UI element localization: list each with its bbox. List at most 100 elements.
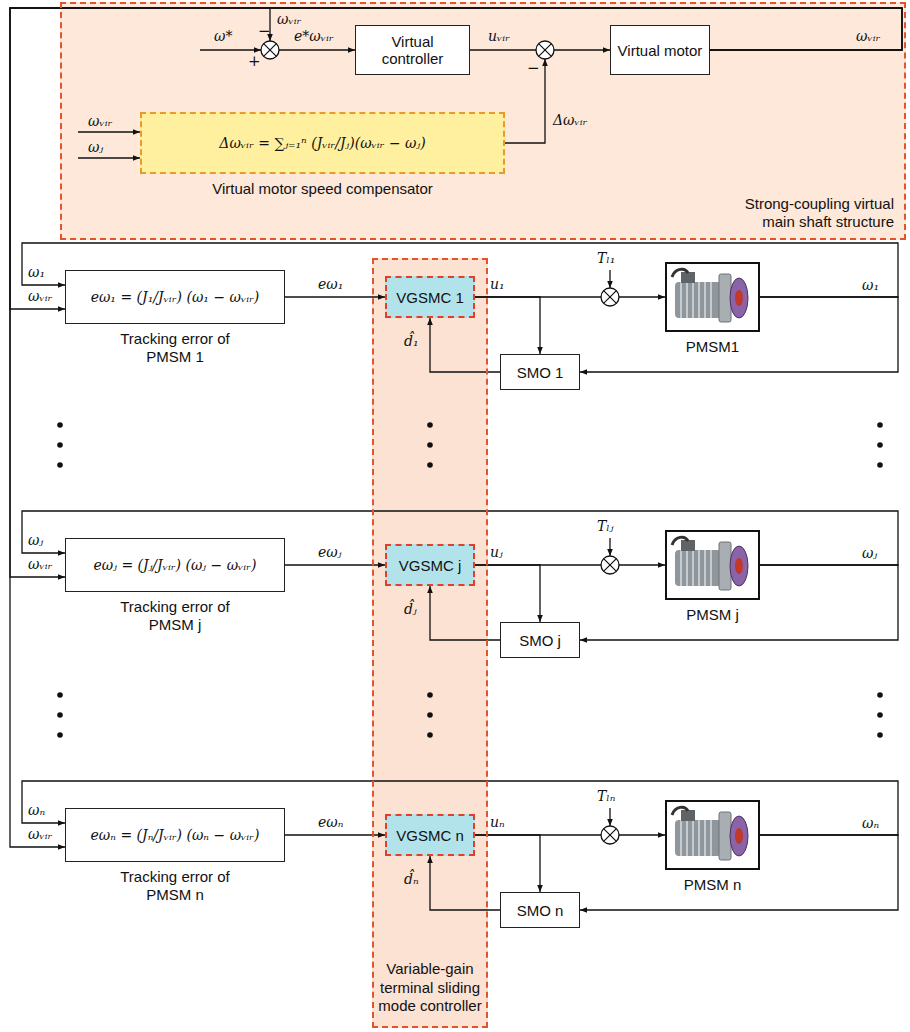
motor-box: PMSM1 — [665, 262, 760, 356]
signal-label: ωᵥᵢᵣ — [28, 556, 52, 573]
signal-label: eωⱼ — [318, 544, 341, 561]
summing-junction — [536, 41, 554, 59]
controller-box: VGSMC 1 — [385, 276, 475, 318]
signal-label: ωᵥᵢᵣ — [88, 113, 112, 130]
signal-label: Tₗₙ — [597, 788, 615, 805]
process-box: SMO n — [500, 892, 580, 928]
ellipsis-dots — [57, 422, 883, 738]
signal-connector — [285, 296, 385, 297]
row-symbols — [601, 269, 748, 322]
signal-connector — [475, 297, 540, 354]
region-title: Variable-gain terminal sliding mode cont… — [378, 960, 482, 1016]
sign-label: − — [258, 22, 271, 40]
formula: eω₁ = (J₁/Jᵥᵢᵣ) (ω₁ − ωᵥᵢᵣ) — [91, 289, 260, 306]
box-frame: eωₙ = (Jₙ/Jᵥᵢᵣ) (ωₙ − ωᵥᵢᵣ) — [65, 808, 285, 862]
box-frame: eω₁ = (J₁/Jᵥᵢᵣ) (ω₁ − ωᵥᵢᵣ) — [65, 270, 285, 324]
signal-label: d̂ⱼ — [404, 601, 417, 618]
controller-group: Variable-gain terminal sliding mode cont… — [372, 258, 488, 1028]
signal-connector — [430, 318, 500, 372]
signal-connector — [10, 8, 902, 309]
box-label: VGSMC 1 — [396, 289, 464, 306]
sign-label: − — [527, 59, 540, 77]
reference-arrow — [200, 49, 261, 50]
signal-label: uₙ — [490, 814, 505, 831]
motor-frame — [665, 530, 760, 600]
summing-junction-cross — [539, 44, 552, 57]
box-label: Virtual controller — [360, 33, 465, 67]
signal-label: Tₗⱼ — [597, 518, 613, 535]
box-frame: eωⱼ = (Jⱼ/Jᵥᵢᵣ) (ωⱼ − ωᵥᵢᵣ) — [65, 538, 285, 592]
process-box: Virtual controller — [355, 25, 470, 75]
motor-frame — [665, 800, 760, 870]
formula: Δωᵥᵢᵣ = ∑ⱼ₌₁ⁿ (Jᵥᵢᵣ/Jⱼ)(ωᵥᵢᵣ − ωⱼ) — [219, 135, 425, 152]
signal-label: d̂ₙ — [404, 871, 419, 888]
motor-box: PMSM j — [665, 530, 760, 624]
signal-label: ωᵥᵢᵣ — [28, 288, 52, 305]
signal-label: ω₁ — [28, 264, 45, 281]
formula: eωⱼ = (Jⱼ/Jᵥᵢᵣ) (ωⱼ − ωᵥᵢᵣ) — [94, 557, 257, 574]
motor-label: PMSM n — [665, 876, 760, 894]
motor-label: PMSM j — [665, 606, 760, 624]
input-arrow — [78, 157, 140, 158]
signal-connector — [285, 564, 385, 565]
signal-label: uᵥᵢᵣ — [488, 28, 510, 45]
signal-connector — [475, 565, 540, 622]
signal-label: ω₁ — [862, 277, 879, 294]
box-label: Virtual motor — [618, 42, 703, 59]
motor-label: PMSM1 — [665, 338, 760, 356]
input-arrow — [78, 131, 140, 132]
controller-box: VGSMC j — [385, 544, 475, 586]
error-box: eω₁ = (J₁/Jᵥᵢᵣ) (ω₁ − ωᵥᵢᵣ) Tracking erro… — [65, 270, 285, 366]
box-caption: Tracking error of PMSM j — [120, 598, 230, 634]
signal-connector — [475, 835, 540, 892]
signal-label: Tₗ₁ — [597, 250, 615, 267]
signal-label: eωₙ — [318, 814, 343, 831]
error-arrow — [279, 49, 355, 50]
signal-label: eω₁ — [318, 276, 343, 293]
signal-label: uⱼ — [490, 544, 503, 561]
box-frame: Δωᵥᵢᵣ = ∑ⱼ₌₁ⁿ (Jᵥᵢᵣ/Jⱼ)(ωᵥᵢᵣ − ωⱼ) — [140, 112, 505, 174]
box-caption: Tracking error of PMSM n — [120, 868, 230, 904]
error-box: eωₙ = (Jₙ/Jᵥᵢᵣ) (ωₙ − ωᵥᵢᵣ) Tracking erro… — [65, 808, 285, 904]
box-label: SMO 1 — [517, 364, 564, 381]
signal-label: ω* — [214, 28, 232, 45]
signal-label: ωᵥᵢᵣ — [28, 826, 52, 843]
signal-label: ωᵥᵢᵣ — [856, 28, 880, 45]
box-label: SMO j — [519, 632, 561, 649]
box-label: SMO n — [517, 902, 564, 919]
error-box: eωⱼ = (Jⱼ/Jᵥᵢᵣ) (ωⱼ − ωᵥᵢᵣ) Tracking erro… — [65, 538, 285, 634]
signal-connector — [10, 8, 902, 577]
formula: eωₙ = (Jₙ/Jᵥᵢᵣ) (ωₙ − ωᵥᵢᵣ) — [91, 827, 260, 844]
signal-label: ωⱼ — [28, 532, 43, 549]
signal-label: ωⱼ — [862, 545, 877, 562]
process-box: SMO 1 — [500, 354, 580, 390]
region-title: Strong-coupling virtual main shaft struc… — [714, 195, 894, 233]
signal-connector — [285, 834, 385, 835]
signal-connector — [430, 586, 500, 640]
process-box: Virtual motor — [610, 25, 710, 75]
region-fill — [372, 258, 488, 1028]
structure-region: Strong-coupling virtual main shaft struc… — [60, 2, 906, 240]
signal-label: d̂₁ — [404, 333, 419, 350]
summing-junction — [261, 41, 279, 59]
controller-box: VGSMC n — [385, 814, 475, 856]
signal-label: ωₙ — [28, 802, 45, 819]
compensator-box: Δωᵥᵢᵣ = ∑ⱼ₌₁ⁿ (Jᵥᵢᵣ/Jⱼ)(ωᵥᵢᵣ − ωⱼ)Virtua… — [140, 112, 505, 198]
signal-label: ωᵥᵢᵣ — [277, 11, 301, 28]
signal-connector — [430, 856, 500, 910]
motor-frame — [665, 262, 760, 332]
sign-label: + — [248, 52, 261, 70]
motor-box: PMSM n — [665, 800, 760, 894]
signal-label: ωₙ — [862, 815, 879, 832]
row-symbols — [601, 537, 748, 590]
region-fill — [60, 2, 906, 240]
process-box: SMO j — [500, 622, 580, 658]
row-symbols — [601, 807, 748, 860]
signal-label: u₁ — [490, 276, 505, 293]
compensation-arrow — [505, 59, 545, 143]
signal-label: e*ωᵥᵢᵣ — [294, 28, 334, 45]
box-label: VGSMC j — [399, 557, 462, 574]
box-caption: Tracking error of PMSM 1 — [120, 330, 230, 366]
signal-label: ωⱼ — [88, 139, 103, 156]
